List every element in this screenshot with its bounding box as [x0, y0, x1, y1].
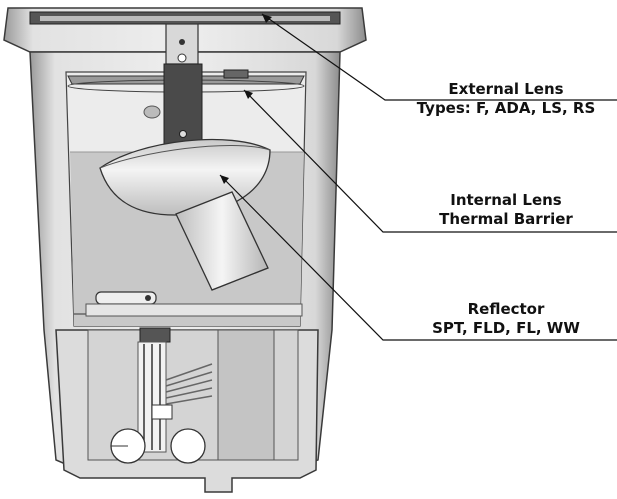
arrowhead-external-lens: [262, 14, 272, 23]
label-internal-lens: Internal Lens Thermal Barrier: [395, 191, 617, 229]
leader-external-lens: [261, 13, 617, 101]
socket-latch: [85, 291, 303, 317]
label-reflector: Reflector SPT, FLD, FL, WW: [395, 300, 617, 338]
arrowhead-reflector: [220, 175, 229, 184]
lamp-tube: [175, 191, 269, 291]
internal-lens-detail: Thermal Barrier: [439, 210, 573, 228]
leader-reflector: [219, 174, 617, 341]
label-external-lens: External Lens Types: F, ADA, LS, RS: [395, 80, 617, 118]
arrowhead-internal-lens: [244, 90, 253, 99]
internal-lens-title: Internal Lens: [450, 191, 562, 209]
external-lens-detail: Types: F, ADA, LS, RS: [416, 99, 596, 117]
mounting-bracket: [163, 23, 203, 155]
leader-internal-lens: [243, 89, 617, 233]
leader-lines: [219, 13, 617, 341]
reflector-detail: SPT, FLD, FL, WW: [432, 319, 580, 337]
external-lens-title: External Lens: [448, 80, 564, 98]
wiring-compartment: [87, 327, 299, 464]
reflector-title: Reflector: [467, 300, 545, 318]
